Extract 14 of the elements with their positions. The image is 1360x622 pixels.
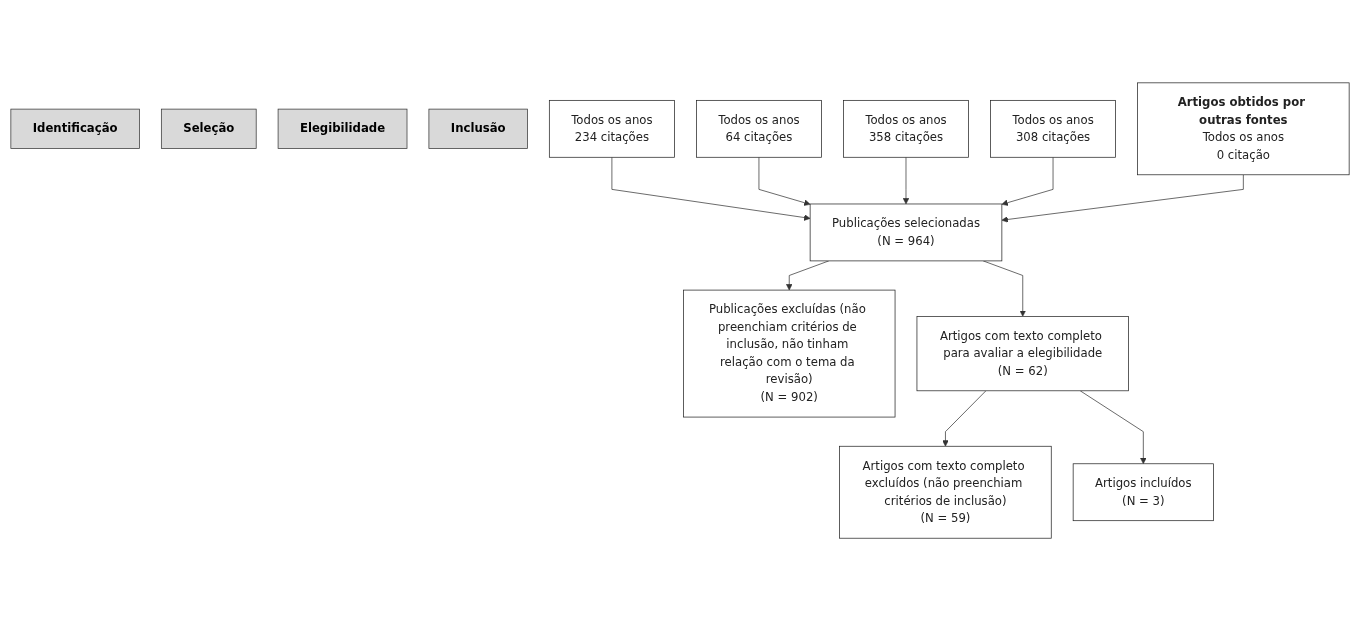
node-box: Publicações selecionadas (N = 964) xyxy=(809,204,1003,262)
node-box: Todos os anos 64 citações xyxy=(696,100,822,159)
node-box: Publicações excluídas (não preenchiam critérios de inclusão, não tinham relação com o tema da revisão) (N = 902) xyxy=(683,290,896,418)
node-box: Artigos com texto completo para avaliar a elegibilidade (N = 62) xyxy=(916,316,1129,392)
node-box: Artigos obtidos por outras fontes Todos os anos 0 citação xyxy=(1137,82,1350,176)
node-box: Seleção xyxy=(160,109,257,150)
node-box: Elegibilidade xyxy=(277,109,408,150)
node-box: Todos os anos 358 citações xyxy=(843,100,969,159)
node-box: Todos os anos 234 citações xyxy=(548,100,675,159)
node-box: Artigos incluídos (N = 3) xyxy=(1072,463,1214,522)
node-box: Inclusão xyxy=(428,109,528,150)
node-box: Identificação xyxy=(10,109,140,150)
node-box: Artigos com texto completo excluídos (não preenchiam critérios de inclusão) (N = 59) xyxy=(839,446,1052,540)
node-box: Todos os anos 308 citações xyxy=(990,100,1116,159)
